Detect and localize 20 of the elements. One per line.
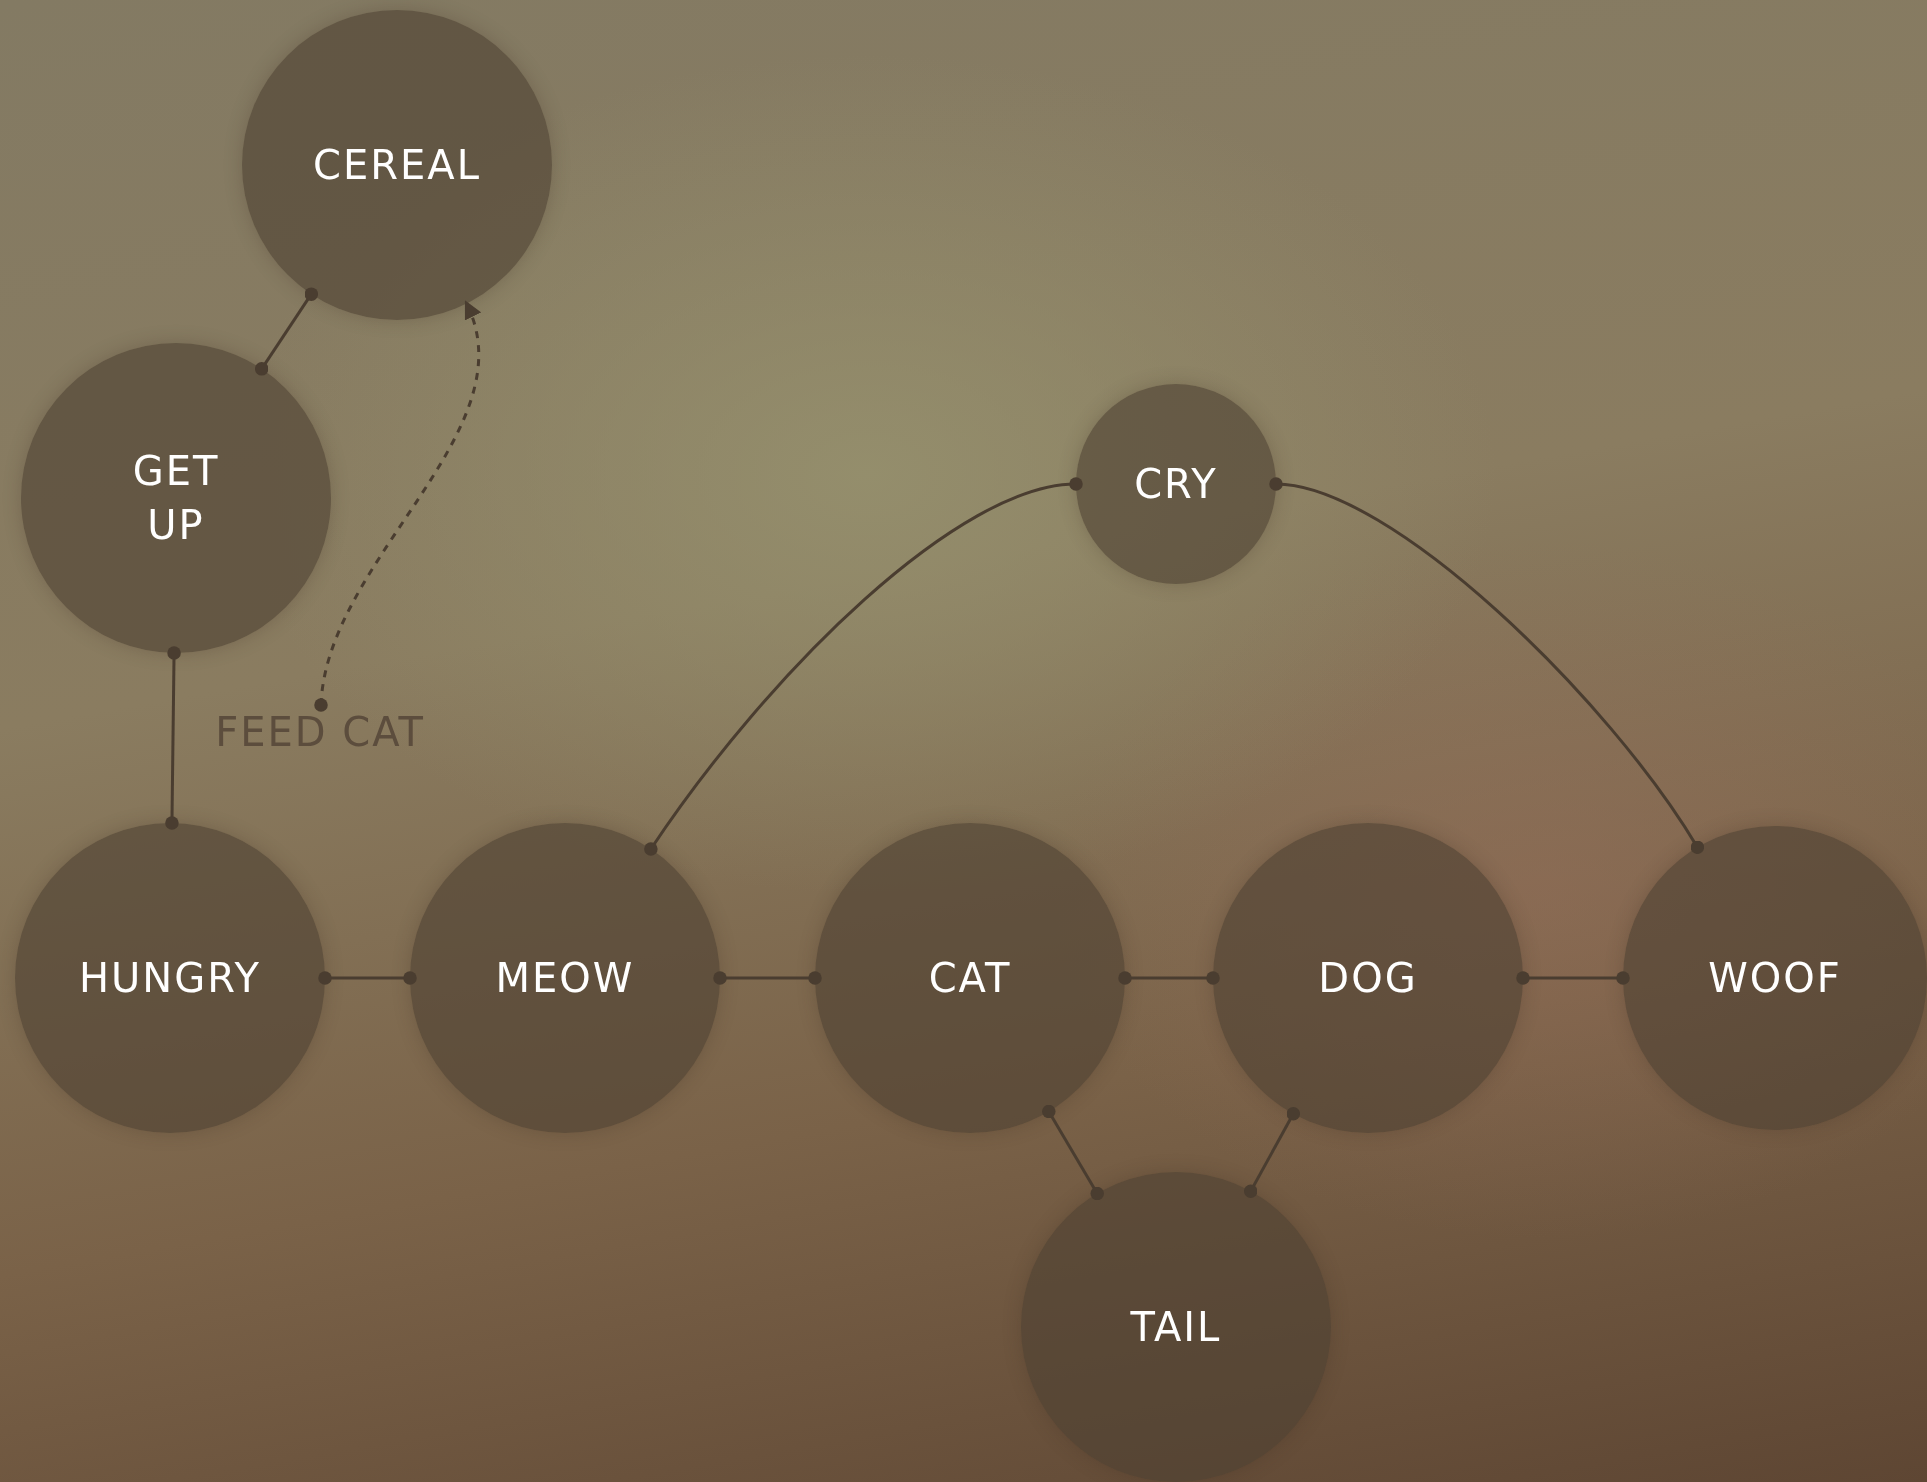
- node-label: DOG: [1318, 954, 1418, 1003]
- connector-line: [1042, 1104, 1104, 1201]
- connector-line: [644, 477, 1083, 856]
- node-label: MEOW: [495, 954, 635, 1003]
- connector-line: [1118, 971, 1220, 985]
- node-label: CRY: [1134, 460, 1218, 509]
- connector-line: [318, 971, 417, 985]
- connector-line: [1269, 477, 1705, 855]
- node-label: WOOF: [1708, 954, 1842, 1003]
- node-label: GET UP: [131, 447, 221, 550]
- connector-line: [165, 646, 181, 830]
- connector-line: [254, 287, 319, 376]
- connector-line: [1516, 971, 1630, 985]
- node-label: HUNGRY: [79, 954, 261, 1003]
- node-label: TAIL: [1130, 1303, 1222, 1352]
- connector-line: [1243, 1107, 1301, 1198]
- dashed-arrow: [314, 300, 480, 712]
- node-label: CAT: [928, 954, 1012, 1003]
- connector-line: [713, 971, 822, 985]
- node-label: CEREAL: [313, 141, 481, 190]
